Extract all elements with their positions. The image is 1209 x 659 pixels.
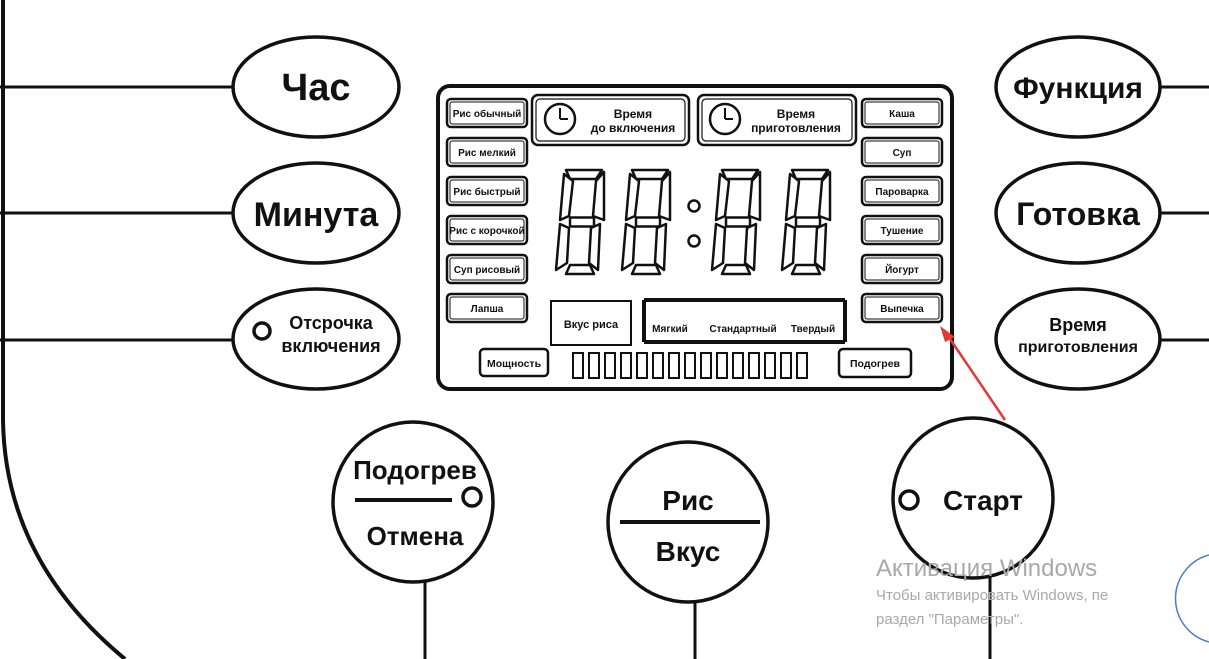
start-button[interactable]: Старт	[891, 416, 1055, 580]
program-label: Каша	[889, 109, 915, 120]
delay-timer-indicator: Время до включения	[530, 93, 691, 147]
cook-timer-indicator: Время приготовления	[696, 93, 858, 147]
time-digits	[554, 168, 832, 276]
start-button-label: Старт	[943, 485, 1023, 516]
ready-button[interactable]: Готовка	[994, 161, 1162, 265]
program-label: Рис обычный	[453, 108, 522, 120]
delay-indicator-light	[252, 321, 272, 341]
taste-option-standard: Стандартный	[709, 324, 776, 335]
seven-segment-digit	[780, 168, 832, 276]
program-label: Йогурт	[885, 263, 919, 276]
seven-segment-digit	[620, 168, 672, 276]
cook-timer-label-2: приготовления	[751, 121, 841, 135]
heating-label: Подогрев	[850, 358, 901, 370]
program-indicator: Рис обычный	[445, 97, 529, 129]
seven-segment-digit	[710, 168, 762, 276]
ready-button-label: Готовка	[1016, 196, 1140, 232]
program-indicator: Рис мелкий	[445, 136, 529, 168]
program-indicator: Рис с корочкой	[445, 214, 529, 246]
warm-cancel-button[interactable]: Подогрев Отмена	[331, 420, 495, 584]
warm-label: Подогрев	[353, 455, 477, 485]
warm-indicator-light	[461, 486, 483, 508]
power-segment	[780, 352, 792, 379]
power-segment	[796, 352, 808, 379]
rice-taste-indicator: Вкус риса Мягкий Стандартный Твердый	[550, 298, 847, 346]
power-segment	[764, 352, 776, 379]
colon-dot-lower	[687, 234, 701, 248]
program-label: Рис с корочкой	[449, 226, 524, 237]
cook-timer-label-1: Время	[777, 107, 815, 121]
cook-time-button[interactable]: Время приготовления	[994, 287, 1162, 391]
program-label: Рис мелкий	[458, 148, 516, 159]
start-indicator-light	[898, 489, 920, 511]
power-segment	[636, 352, 648, 379]
rice-label: Рис	[662, 485, 713, 516]
cook-time-button-label-1: Время	[1049, 315, 1107, 335]
program-indicator: Тушение	[860, 214, 944, 246]
program-indicator: Каша	[860, 97, 944, 129]
minute-button-label: Минута	[254, 196, 380, 234]
colon-dot-upper	[687, 199, 701, 213]
power-label: Мощность	[487, 358, 542, 370]
function-button[interactable]: Функция	[994, 35, 1162, 139]
program-indicator: Пароварка	[860, 175, 944, 207]
power-segment	[652, 352, 664, 379]
seven-segment-digit	[554, 168, 606, 276]
program-label: Выпечка	[880, 304, 924, 315]
minute-button[interactable]: Минута	[231, 161, 401, 265]
function-button-label: Функция	[1013, 72, 1143, 105]
program-indicator: Рис быстрый	[445, 175, 529, 207]
program-label: Лапша	[471, 304, 504, 315]
power-segment	[716, 352, 728, 379]
delay-timer-label-2: до включения	[591, 121, 676, 135]
program-label: Рис быстрый	[453, 186, 520, 198]
connector-lines	[0, 85, 1209, 659]
program-indicator: Йогурт	[860, 253, 944, 285]
program-label: Тушение	[881, 226, 924, 237]
power-indicator: Мощность	[478, 347, 808, 379]
taste-option-hard: Твердый	[791, 324, 835, 335]
annotation-arrow	[940, 326, 1007, 421]
power-segment	[748, 352, 760, 379]
program-label: Суп рисовый	[454, 265, 520, 276]
program-label: Пароварка	[875, 187, 929, 198]
power-segment	[684, 352, 696, 379]
power-segment	[732, 352, 744, 379]
power-segment	[604, 352, 616, 379]
power-segment	[620, 352, 632, 379]
power-segment	[700, 352, 712, 379]
panel-outline	[0, 0, 127, 659]
taste-label: Вкус	[656, 536, 721, 567]
taste-option-soft: Мягкий	[652, 324, 688, 335]
rice-taste-label: Вкус риса	[564, 319, 619, 331]
cancel-label: Отмена	[367, 521, 464, 551]
program-label: Суп	[893, 148, 912, 159]
hour-button-label: Час	[282, 67, 351, 109]
heating-indicator: Подогрев	[837, 347, 913, 379]
delay-start-button[interactable]: Отсрочка включения	[231, 287, 401, 391]
power-segment	[588, 352, 600, 379]
hour-button[interactable]: Час	[231, 35, 401, 139]
power-segment	[668, 352, 680, 379]
delay-button-label-1: Отсрочка	[289, 313, 374, 333]
power-level-bar	[572, 352, 808, 379]
program-indicator: Выпечка	[860, 292, 944, 324]
program-indicator: Лапша	[445, 292, 529, 324]
delay-timer-label-1: Время	[614, 107, 652, 121]
rice-taste-button[interactable]: Рис Вкус	[606, 440, 770, 604]
delay-button-label-2: включения	[281, 336, 380, 356]
watermark-circle	[1174, 554, 1209, 643]
program-indicator: Суп рисовый	[445, 253, 529, 285]
program-indicator: Суп	[860, 136, 944, 168]
power-segment	[572, 352, 584, 379]
cook-time-button-label-2: приготовления	[1018, 339, 1138, 356]
